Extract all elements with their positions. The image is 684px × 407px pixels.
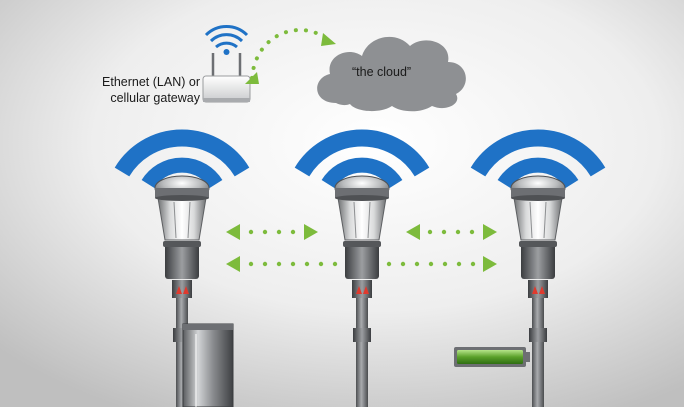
- wifi-router-icon: [202, 53, 251, 103]
- streetlight-link-left-right: [226, 256, 497, 272]
- light-housing: [521, 243, 555, 279]
- gateway-label: Ethernet (LAN) or cellular gateway: [40, 74, 200, 106]
- light-housing: [345, 243, 379, 279]
- pole: [532, 296, 544, 407]
- lamp-globe: [513, 197, 563, 241]
- wifi-signal-icon: [294, 129, 430, 189]
- cloud-label: “the cloud”: [352, 65, 412, 79]
- battery-icon: [454, 347, 530, 367]
- gateway-label-line1: Ethernet (LAN) or: [102, 75, 200, 89]
- wifi-signal-icon: [470, 129, 606, 189]
- light-housing: [165, 243, 199, 279]
- cloud-icon: [317, 36, 466, 112]
- cabinet-icon: [182, 323, 234, 407]
- streetlight-center: [294, 129, 430, 407]
- streetlight-links: [226, 224, 497, 272]
- lamp-globe: [337, 197, 387, 241]
- gateway-cloud-link: [245, 28, 336, 84]
- wifi-signal-icon: [114, 129, 250, 189]
- streetlight-link-center-right: [406, 224, 497, 240]
- pole: [356, 296, 368, 407]
- gateway-wifi-signal: [204, 25, 249, 55]
- lamp-globe: [157, 197, 207, 241]
- streetlight-right: [470, 129, 606, 407]
- streetlight-link-left-center: [226, 224, 318, 240]
- gateway-label-line2: cellular gateway: [110, 91, 200, 105]
